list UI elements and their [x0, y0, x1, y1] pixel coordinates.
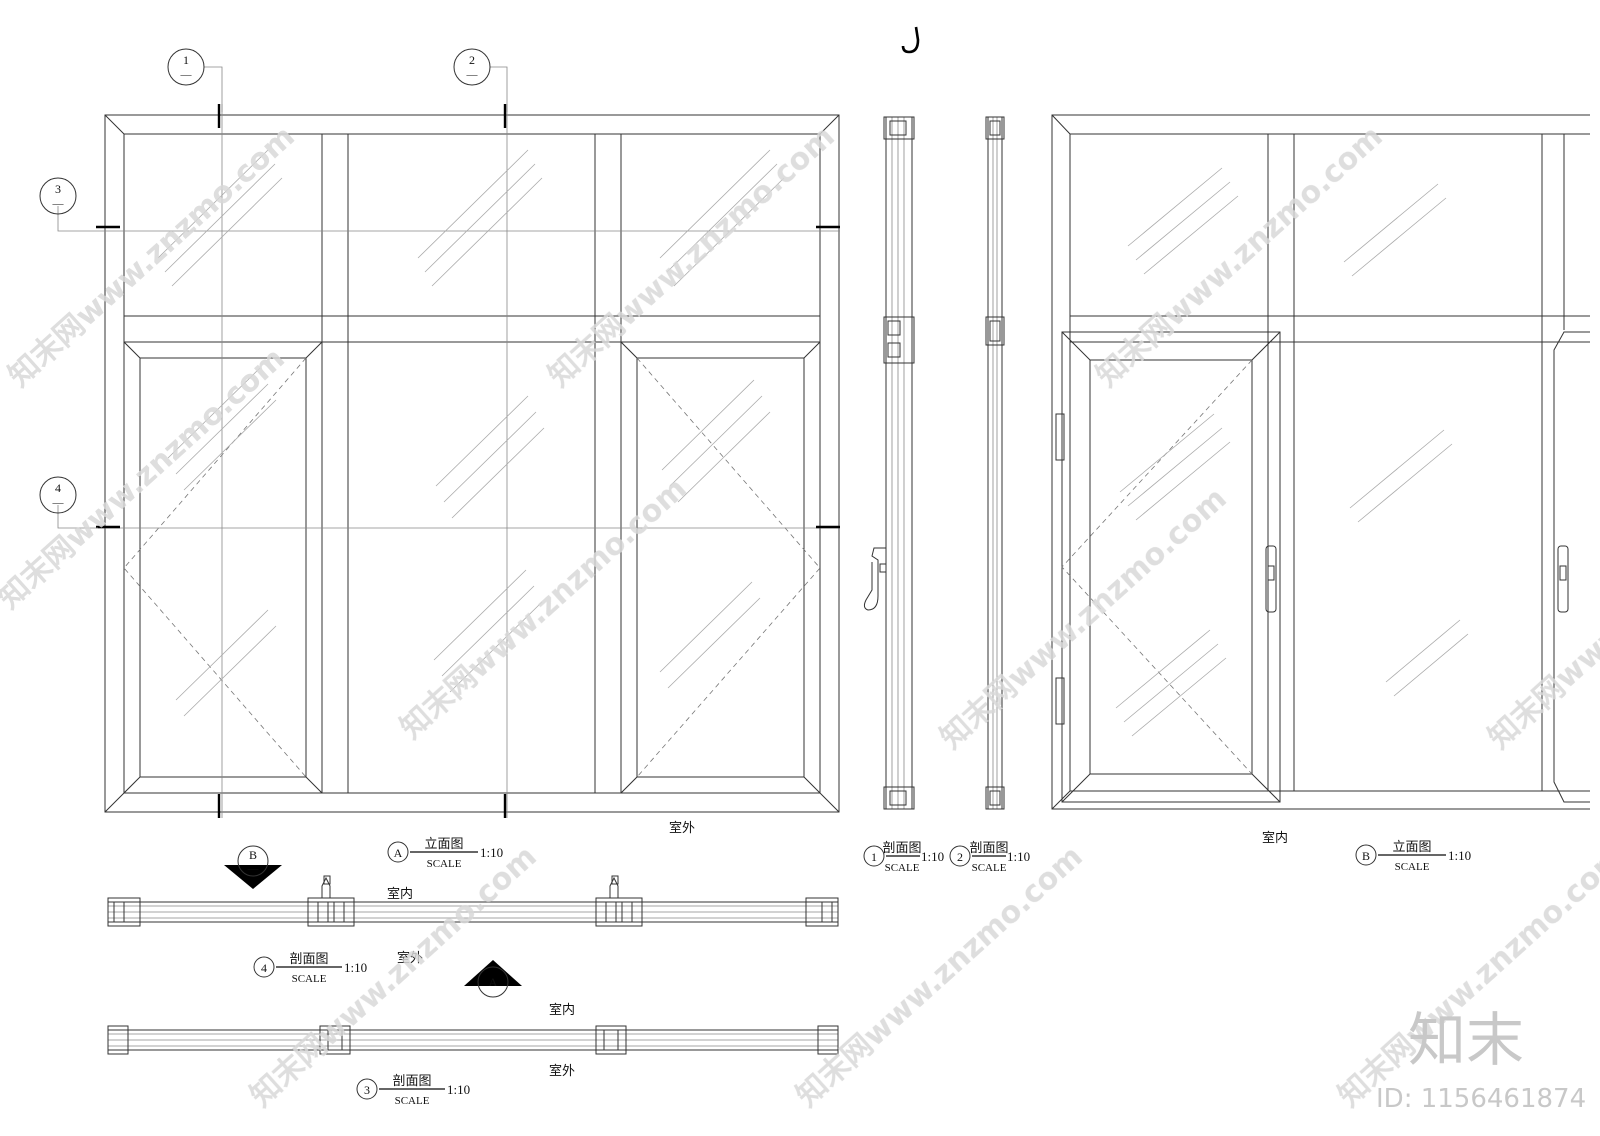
title-elevation-a: A 立面图 SCALE 1:10 [387, 836, 503, 870]
image-id: ID: 1156461874 [1376, 1084, 1586, 1114]
section-3-profile [107, 1025, 839, 1055]
svg-text:A: A [489, 975, 498, 989]
svg-text:知末网www.znzmo.com: 知末网www.znzmo.com [542, 119, 842, 394]
title-section-1: 1 剖面图 SCALE 1:10 [863, 840, 944, 874]
title-section-4: 4 剖面图 SCALE 1:10 [253, 951, 367, 985]
svg-text:剖面图: 剖面图 [969, 840, 1008, 855]
svg-text:—: — [247, 863, 260, 875]
elevation-a [96, 104, 840, 818]
svg-text:SCALE: SCALE [972, 862, 1007, 874]
svg-text:知末网www.znzmo.com: 知末网www.znzmo.com [1482, 481, 1600, 756]
svg-text:SCALE: SCALE [427, 858, 462, 870]
section-4-profile [107, 875, 839, 927]
svg-text:B: B [1362, 849, 1370, 863]
svg-text:1:10: 1:10 [480, 845, 503, 860]
svg-text:3: 3 [55, 182, 61, 196]
label-outdoor-elev-a: 室外 [669, 820, 695, 835]
view-marker-b: B — [224, 845, 282, 889]
title-elevation-b: B 立面图 SCALE 1:10 [1355, 839, 1471, 873]
svg-text:剖面图: 剖面图 [882, 840, 921, 855]
title-section-2: 2 剖面图 SCALE 1:10 [949, 840, 1030, 874]
svg-text:4: 4 [261, 961, 267, 975]
label-outdoor-sec3: 室外 [549, 1063, 575, 1078]
orientation-mark [901, 26, 920, 54]
svg-text:1: 1 [183, 53, 189, 67]
svg-text:知末网www.znzmo.com: 知末网www.znzmo.com [394, 471, 694, 746]
svg-text:—: — [52, 198, 65, 210]
label-indoor-sec4: 室内 [387, 886, 413, 901]
svg-text:1:10: 1:10 [1448, 848, 1471, 863]
watermark-layer: 知末网www.znzmo.com 知末网www.znzmo.com 知末网www… [0, 119, 1600, 1114]
svg-text:立面图: 立面图 [1392, 839, 1431, 854]
svg-text:B: B [249, 848, 257, 862]
svg-text:A: A [394, 846, 403, 860]
svg-text:SCALE: SCALE [885, 862, 920, 874]
svg-text:—: — [466, 69, 479, 81]
section-marker-4: 4 — [39, 476, 77, 514]
section-marker-3: 3 — [39, 177, 77, 215]
svg-text:知末网www.znzmo.com: 知末网www.znzmo.com [934, 481, 1234, 756]
label-indoor-elev-b: 室内 [1262, 830, 1288, 845]
svg-text:SCALE: SCALE [1395, 861, 1430, 873]
svg-text:—: — [180, 69, 193, 81]
svg-text:知末网www.znzmo.com: 知末网www.znzmo.com [790, 839, 1090, 1114]
svg-text:知末网www.znzmo.com: 知末网www.znzmo.com [0, 341, 292, 616]
brand-logo: 知末 [1408, 1006, 1524, 1074]
section-2-profile [985, 116, 1005, 810]
svg-text:剖面图: 剖面图 [392, 1073, 431, 1088]
svg-text:1:10: 1:10 [447, 1082, 470, 1097]
view-marker-a: A [464, 960, 522, 998]
svg-text:SCALE: SCALE [292, 973, 327, 985]
label-outdoor-sec4: 室外 [397, 950, 423, 965]
svg-text:1:10: 1:10 [921, 849, 944, 864]
elevation-b [1051, 114, 1590, 810]
label-indoor-sec3: 室内 [549, 1002, 575, 1017]
section-marker-1: 1 — [167, 48, 205, 86]
svg-text:—: — [52, 497, 65, 509]
title-section-3: 3 剖面图 SCALE 1:10 [356, 1073, 470, 1107]
svg-text:4: 4 [55, 481, 61, 495]
section-marker-2: 2 — [453, 48, 491, 86]
svg-text:1: 1 [871, 850, 877, 864]
svg-text:1:10: 1:10 [1007, 849, 1030, 864]
svg-text:知末网www.znzmo.com: 知末网www.znzmo.com [1090, 119, 1390, 394]
svg-text:1:10: 1:10 [344, 960, 367, 975]
svg-text:2: 2 [957, 850, 963, 864]
svg-text:2: 2 [469, 53, 475, 67]
svg-text:剖面图: 剖面图 [289, 951, 328, 966]
svg-text:SCALE: SCALE [395, 1095, 430, 1107]
svg-text:3: 3 [364, 1083, 370, 1097]
section-1-profile [863, 116, 915, 810]
svg-text:立面图: 立面图 [424, 836, 463, 851]
